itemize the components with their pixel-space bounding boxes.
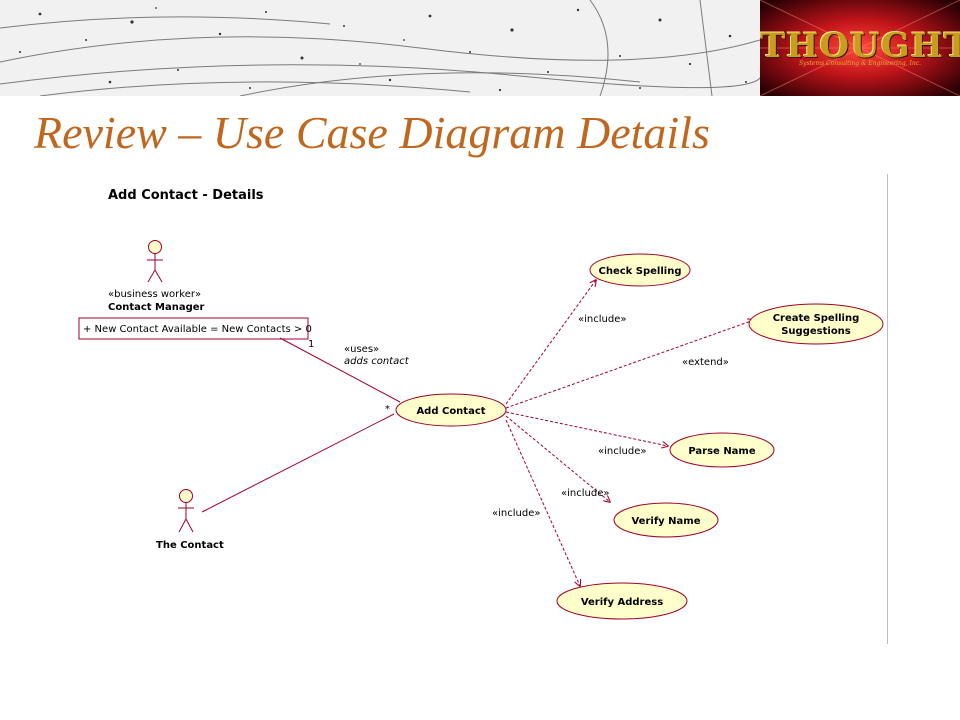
association-contact: [201, 413, 395, 513]
svg-text:Add Contact: Add Contact: [416, 406, 485, 417]
relation-include-parse: «include»: [598, 446, 646, 457]
use-case-verify-name: Verify Name: [613, 502, 719, 538]
svg-text:Create Spelling: Create Spelling: [773, 313, 860, 324]
include-arrow-verify-address: [505, 419, 580, 586]
actor-manager-name: Contact Manager: [108, 302, 205, 313]
multiplicity-usecase: *: [385, 404, 390, 415]
multiplicity-manager: 1: [308, 339, 314, 350]
relation-include-check: «include»: [578, 314, 626, 325]
association-stereotype: «uses»: [344, 344, 379, 355]
diagram-heading: Add Contact - Details: [108, 188, 264, 203]
company-logo: THOUGHT Systems Consulting & Engineering…: [760, 0, 960, 96]
use-case-check-spelling: Check Spelling: [589, 253, 691, 287]
use-case-diagram: Add Contact - Details «business worker» …: [78, 174, 888, 644]
svg-text:Suggestions: Suggestions: [781, 326, 851, 337]
include-arrow-parse-name: [505, 411, 668, 446]
relation-include-verify-name: «include»: [561, 488, 609, 499]
use-case-create-spelling-suggestions: Create Spelling Suggestions: [748, 303, 884, 345]
header-banner: [0, 0, 760, 96]
use-case-parse-name: Parse Name: [669, 432, 775, 468]
actor-contact-name: The Contact: [156, 540, 224, 551]
association-name: adds contact: [344, 356, 410, 367]
svg-text:Verify Name: Verify Name: [631, 516, 700, 527]
extend-arrow-create-spelling: [505, 320, 754, 409]
manager-attribute: + New Contact Available = New Contacts >…: [83, 324, 312, 335]
use-case-verify-address: Verify Address: [556, 582, 688, 620]
relation-include-verify-address: «include»: [492, 508, 540, 519]
relation-extend-create: «extend»: [682, 357, 729, 368]
actor-the-contact: [178, 489, 194, 533]
manager-attribute-box: [78, 317, 309, 340]
include-arrow-check-spelling: [505, 280, 596, 405]
slide-title: Review – Use Case Diagram Details: [34, 107, 710, 158]
svg-text:Verify Address: Verify Address: [581, 597, 663, 608]
logo-text: THOUGHT: [760, 26, 960, 66]
actor-contact-manager: [147, 240, 163, 283]
actor-manager-stereotype: «business worker»: [108, 289, 201, 300]
logo-subtitle: Systems Consulting & Engineering, Inc.: [798, 60, 922, 67]
include-arrow-verify-name: [505, 415, 610, 502]
association-manager: [279, 337, 401, 403]
use-case-add-contact: Add Contact: [395, 393, 507, 427]
svg-text:Parse Name: Parse Name: [688, 446, 755, 457]
svg-text:Check Spelling: Check Spelling: [598, 266, 681, 277]
